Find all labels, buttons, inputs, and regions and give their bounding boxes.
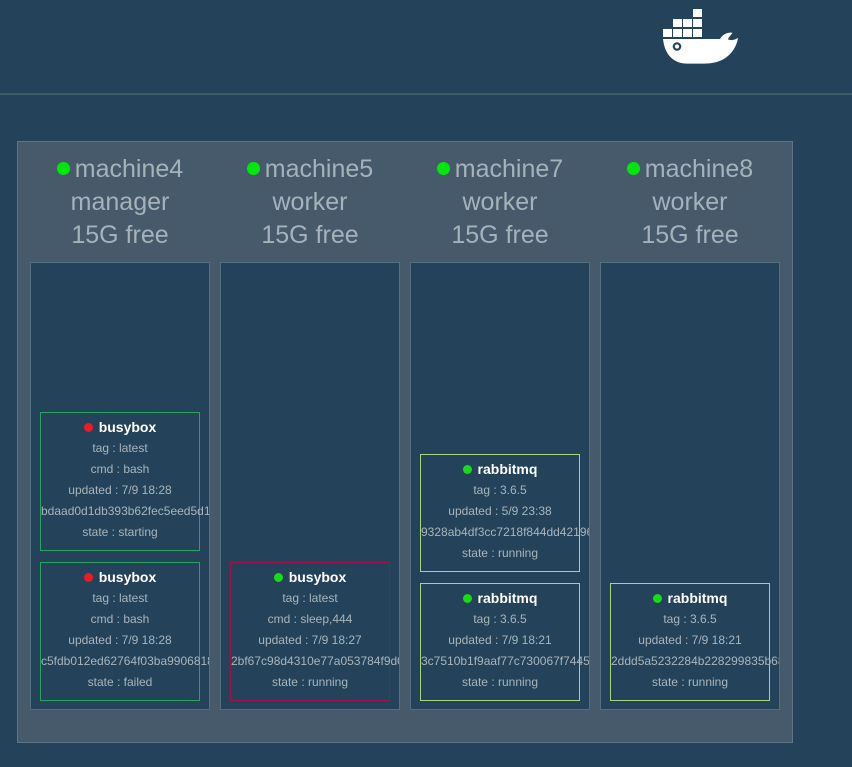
container-card: busybox tag : latest cmd : bash updated : 7…: [40, 412, 210, 551]
container-info-line: cmd : sleep,444: [267, 612, 353, 626]
node-role: worker: [272, 187, 348, 216]
container-hash: bdaad0d1db393b62fec5eed5d19a66: [41, 504, 210, 518]
node-name: machine8: [644, 154, 754, 183]
container-status-icon: [462, 594, 472, 603]
node-name: machine5: [264, 154, 374, 183]
header-bar: [0, 0, 852, 95]
node-container-area: rabbitmq tag : 3.6.5 updated : 7/9 18:21 2d…: [600, 262, 780, 710]
container-info-line: updated : 7/9 18:21: [638, 633, 742, 647]
container-info-line: cmd : bash: [90, 462, 150, 476]
container-card: rabbitmq tag : 3.6.5 updated : 7/9 18:21 3c…: [420, 583, 590, 701]
container-info-line: updated : 7/9 18:21: [448, 633, 552, 647]
node-container-area: rabbitmq tag : 3.6.5 updated : 5/9 23:38 93…: [410, 262, 590, 710]
container-info-line: updated : 7/9 18:28: [68, 633, 172, 647]
node-status-icon: [436, 161, 450, 175]
node-free-space: 15G free: [451, 220, 549, 249]
node-role: worker: [462, 187, 538, 216]
node-name-line: machine7: [410, 153, 590, 186]
container-info-line: tag : latest: [92, 591, 148, 605]
container-info-line: updated : 7/9 18:28: [68, 483, 172, 497]
container-card: rabbitmq tag : 3.6.5 updated : 7/9 18:21 2d…: [610, 583, 779, 701]
container-state: state : running: [651, 675, 729, 689]
container-status-icon: [273, 573, 283, 582]
container-hash: c5fdb012ed62764f03ba99068182430: [41, 654, 209, 668]
node-name-line: machine4: [30, 153, 210, 186]
node-status-icon: [246, 161, 260, 175]
container-card: rabbitmq tag : 3.6.5 updated : 5/9 23:38 93…: [420, 454, 589, 572]
container-info-line: tag : 3.6.5: [473, 612, 527, 626]
node-name: machine4: [74, 154, 184, 183]
container-name: busybox: [98, 569, 157, 585]
container-info-line: tag : latest: [282, 591, 338, 605]
container-title-row: rabbitmq: [611, 588, 769, 609]
container-name: rabbitmq: [667, 590, 728, 606]
node-title: machine5 worker 15G free: [220, 142, 400, 262]
container-info-line: cmd : bash: [90, 612, 150, 626]
node-machine4: machine4 manager 15G free busybox tag : late…: [30, 142, 210, 742]
container-info-line: updated : 7/9 18:27: [258, 633, 362, 647]
container-info-line: tag : 3.6.5: [473, 483, 527, 497]
container-state: state : running: [461, 546, 539, 560]
container-title-row: rabbitmq: [421, 588, 579, 609]
node-title: machine7 worker 15G free: [410, 142, 590, 262]
container-state: state : failed: [87, 675, 153, 689]
container-state: state : running: [461, 675, 539, 689]
container-info-line: tag : 3.6.5: [663, 612, 717, 626]
container-state: state : running: [271, 675, 349, 689]
container-title-row: busybox: [231, 567, 389, 588]
container-status-icon: [652, 594, 662, 603]
container-status-icon: [83, 573, 93, 582]
container-status-icon: [462, 465, 472, 474]
node-free-space: 15G free: [641, 220, 739, 249]
container-status-icon: [83, 423, 93, 432]
board: machine4 manager 15G free busybox tag : late…: [17, 141, 793, 743]
node-free-space: 15G free: [71, 220, 169, 249]
container-hash: 9328ab4df3cc7218f844dd42196aab7: [421, 525, 589, 539]
container-card: busybox tag : latest cmd : sleep,444 update…: [230, 562, 399, 701]
node-title: machine4 manager 15G free: [30, 142, 210, 262]
node-role: manager: [70, 187, 170, 216]
container-title-row: busybox: [41, 417, 199, 438]
node-name-line: machine8: [600, 153, 780, 186]
node-machine7: machine7 worker 15G free rabbitmq tag : 3.6.…: [410, 142, 590, 742]
docker-whale-logo: [663, 9, 738, 64]
container-info-line: tag : latest: [92, 441, 148, 455]
node-container-area: busybox tag : latest cmd : sleep,444 update…: [220, 262, 400, 710]
node-name-line: machine5: [220, 153, 400, 186]
node-machine5: machine5 worker 15G free busybox tag : lates…: [220, 142, 400, 742]
container-info-line: updated : 5/9 23:38: [448, 504, 552, 518]
container-name: rabbitmq: [477, 461, 538, 477]
container-title-row: rabbitmq: [421, 459, 579, 480]
node-status-icon: [626, 161, 640, 175]
container-hash: 3c7510b1f9aaf77c730067f74451e05: [421, 654, 590, 668]
node-role: worker: [652, 187, 728, 216]
node-name: machine7: [454, 154, 564, 183]
container-name: busybox: [98, 419, 157, 435]
container-state: state : starting: [82, 525, 158, 539]
node-free-space: 15G free: [261, 220, 359, 249]
node-machine8: machine8 worker 15G free rabbitmq tag : 3.6.…: [600, 142, 780, 742]
container-hash: 2bf67c98d4310e77a053784f9d03a04: [231, 654, 399, 668]
container-title-row: busybox: [41, 567, 199, 588]
node-container-area: busybox tag : latest cmd : bash updated : 7…: [30, 262, 210, 710]
container-name: busybox: [288, 569, 347, 585]
container-name: rabbitmq: [477, 590, 538, 606]
container-card: busybox tag : latest cmd : bash updated : 7…: [40, 562, 209, 701]
node-status-icon: [56, 161, 70, 175]
container-hash: 2ddd5a5232284b228299835b6899ba: [611, 654, 779, 668]
node-title: machine8 worker 15G free: [600, 142, 780, 262]
